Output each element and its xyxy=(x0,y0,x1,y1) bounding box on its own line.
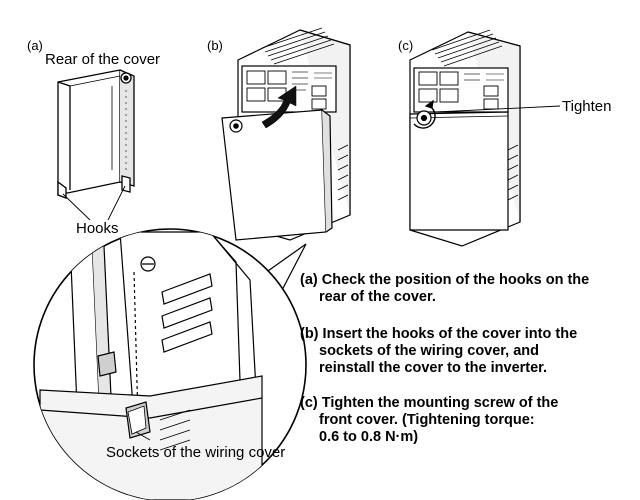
step-b-text: (b) Insert the hooks of the cover into t… xyxy=(300,326,577,377)
step-line: 0.6 to 0.8 N·m) xyxy=(319,429,419,445)
sockets-leader xyxy=(135,431,151,441)
step-line: rear of the cover. xyxy=(319,289,436,305)
inverter-b-drawing xyxy=(221,27,351,241)
insert-arrow xyxy=(261,85,297,129)
panel-a-tag: (a) xyxy=(27,38,43,53)
step-c-text: (c) Tighten the mounting screw of the fr… xyxy=(300,395,558,446)
step-line: (a) Check the position of the hooks on t… xyxy=(300,272,590,288)
sockets-label: Sockets of the wiring cover xyxy=(106,444,286,461)
tighten-leader xyxy=(435,105,561,113)
inverter-c-drawing xyxy=(409,29,521,247)
step-line: (b) Insert the hooks of the cover into t… xyxy=(300,326,578,342)
rear-of-cover-label: Rear of the cover xyxy=(45,51,161,68)
detail-magnifier xyxy=(33,228,307,500)
panel-b-tag: (b) xyxy=(207,38,223,53)
step-line: (c) Tighten the mounting screw of the xyxy=(300,395,559,411)
step-line: reinstall the cover to the inverter. xyxy=(319,360,548,376)
cover-rear-drawing xyxy=(57,69,135,199)
step-a-text: (a) Check the position of the hooks on t… xyxy=(300,272,589,306)
hooks-label: Hooks xyxy=(76,220,119,237)
hooks-leaders xyxy=(62,185,126,221)
panel-c-tag: (c) xyxy=(398,38,414,53)
step-line: front cover. (Tightening torque: xyxy=(319,412,535,428)
step-line: sockets of the wiring cover, and xyxy=(319,343,539,359)
tighten-label: Tighten xyxy=(562,98,612,115)
